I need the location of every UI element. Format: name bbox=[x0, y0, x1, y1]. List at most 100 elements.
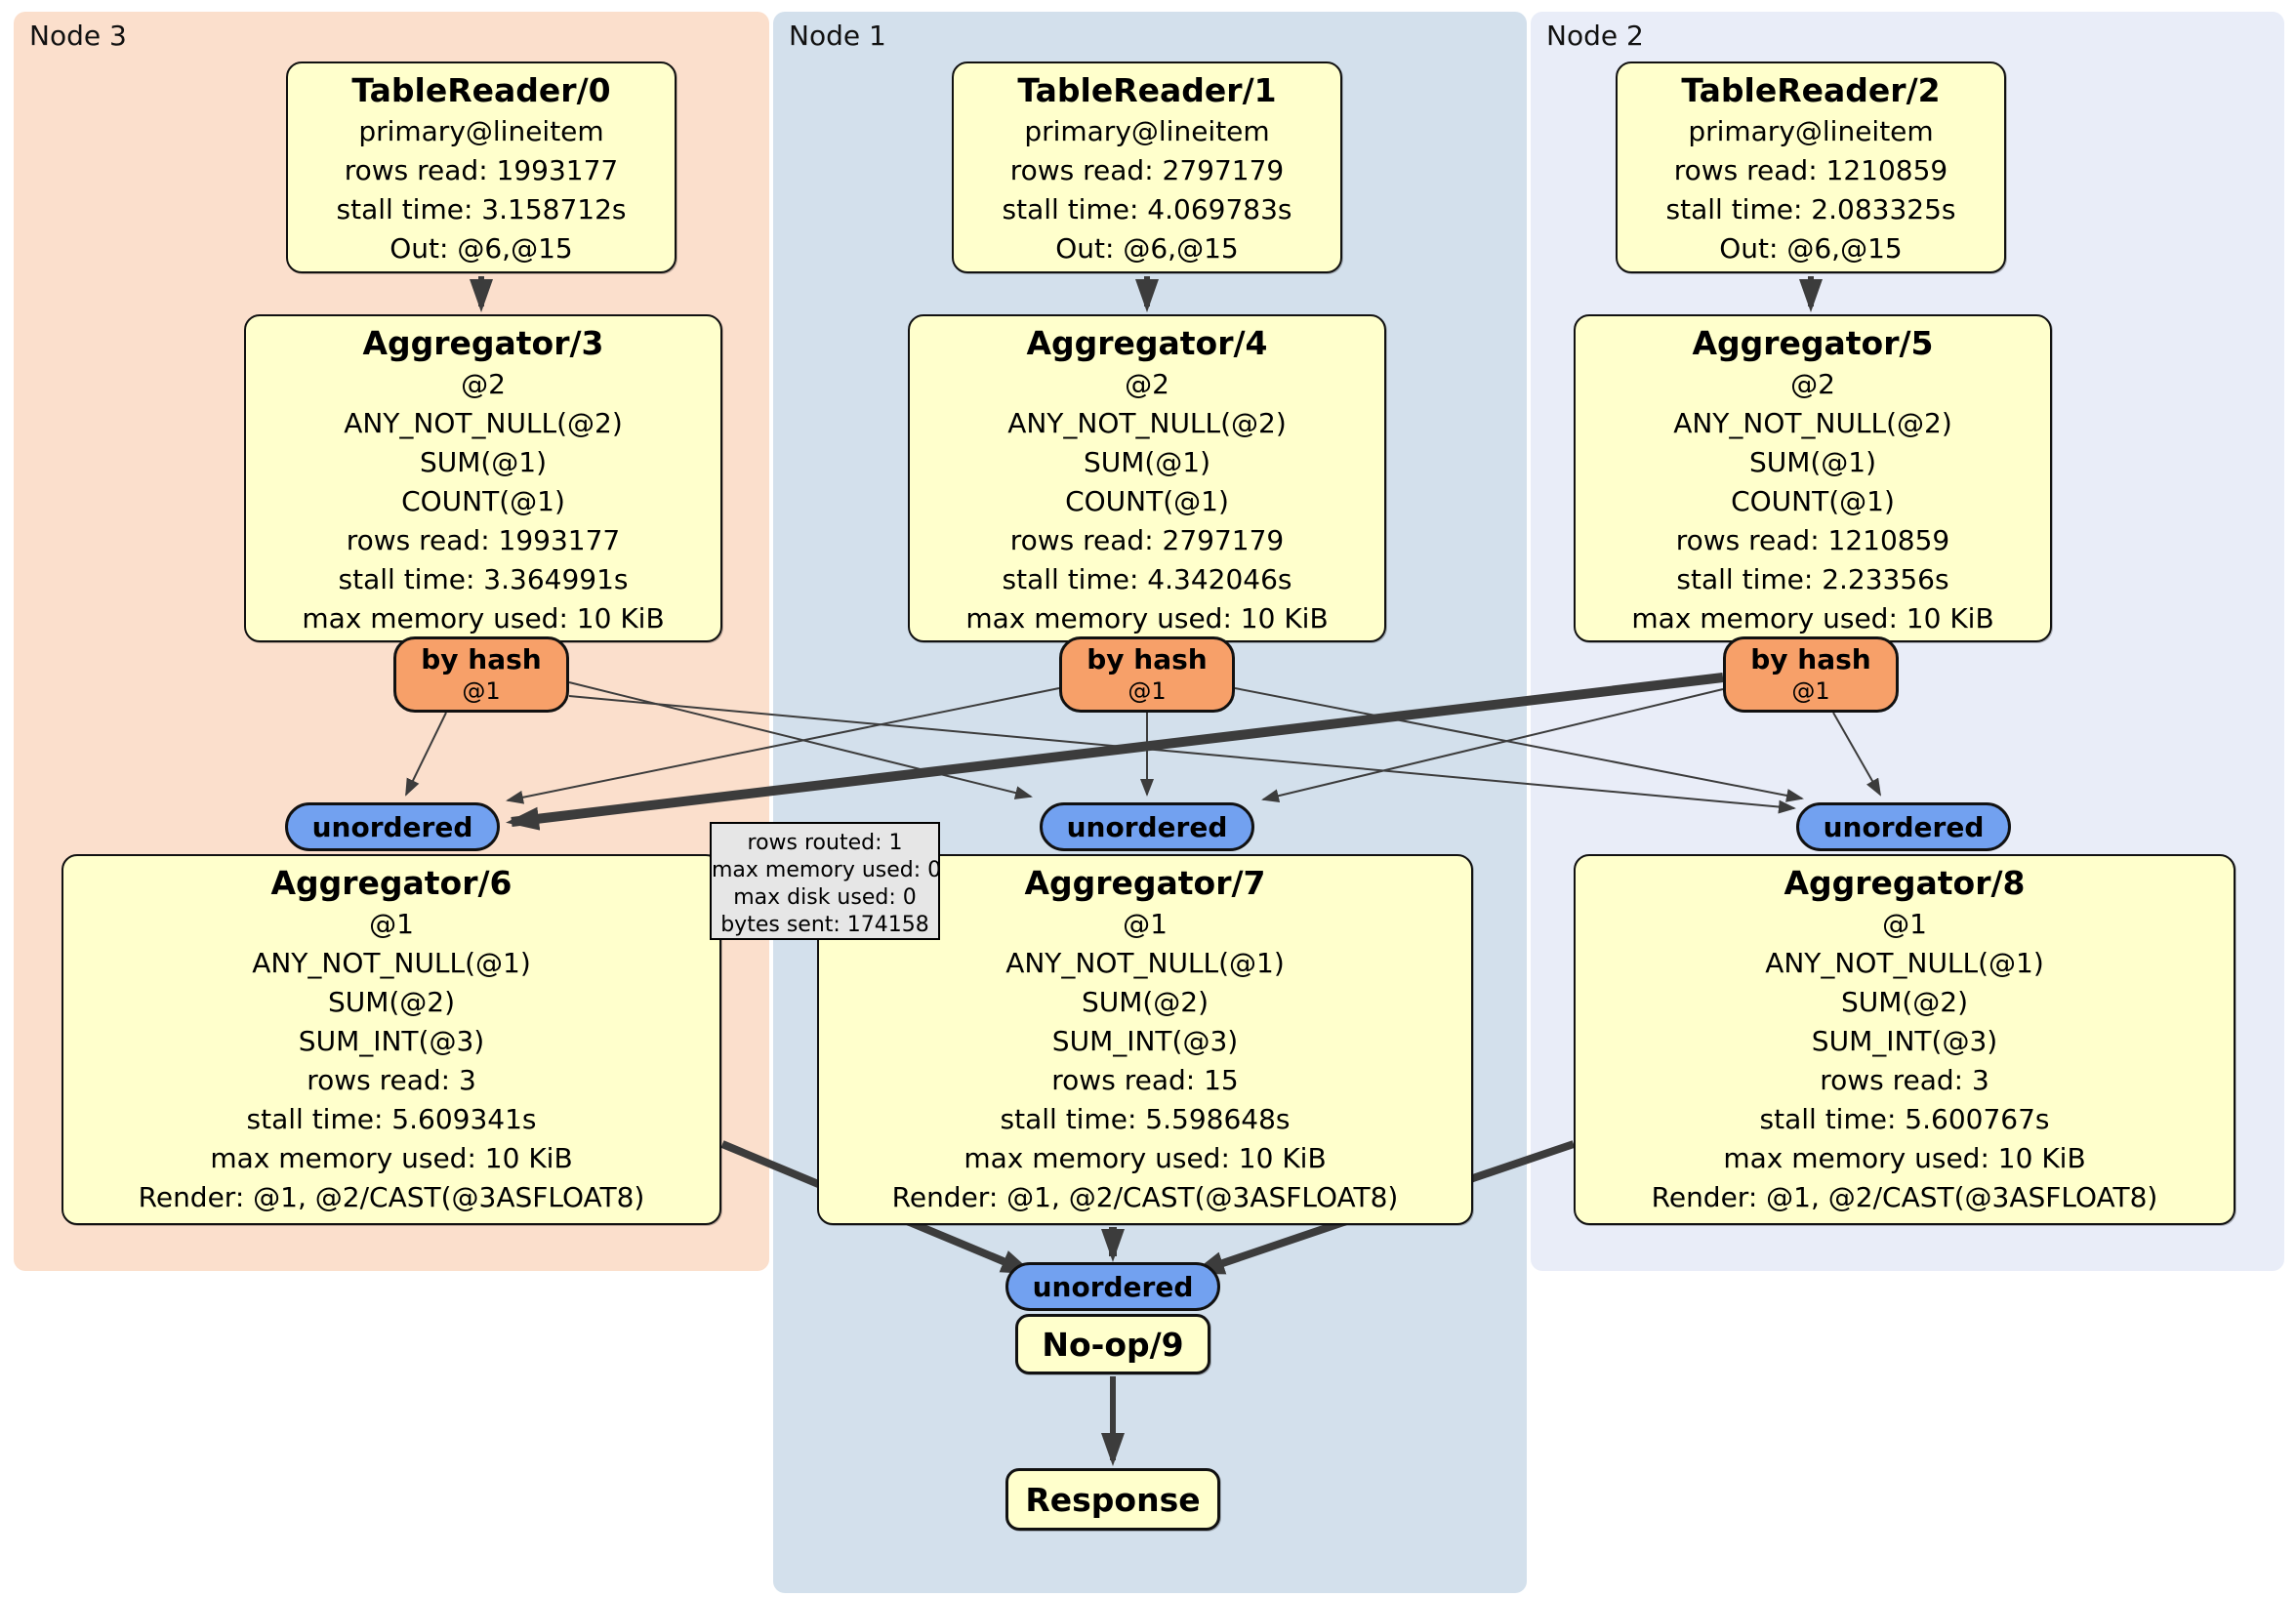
router-by-hash-node3[interactable]: by hash @1 bbox=[393, 636, 569, 713]
tooltip-lines: rows routed: 1 max memory used: 0 max disk… bbox=[712, 830, 942, 939]
processor-title: Aggregator/4 bbox=[1026, 324, 1268, 362]
detail-line: rows read: 1210859 bbox=[1675, 524, 1950, 556]
processor-title: TableReader/1 bbox=[1017, 71, 1277, 109]
detail-line: max disk used: 0 bbox=[733, 885, 917, 910]
edge-byhash2-unordered3-thick[interactable] bbox=[506, 673, 1724, 831]
edge-byhash2-unordered1[interactable] bbox=[1261, 688, 1724, 803]
edge-byhash3-unordered3[interactable] bbox=[405, 712, 447, 797]
detail-line: rows read: 1993177 bbox=[344, 154, 619, 186]
detail-line: stall time: 2.23356s bbox=[1676, 563, 1949, 595]
sync-unordered-final[interactable]: unordered bbox=[1005, 1262, 1220, 1311]
detail-line: max memory used: 10 KiB bbox=[210, 1142, 573, 1174]
detail-line: stall time: 4.342046s bbox=[1002, 563, 1292, 595]
router-label: by hash bbox=[1086, 643, 1208, 676]
sync-label: unordered bbox=[1066, 810, 1228, 843]
detail-line: rows read: 15 bbox=[1051, 1064, 1239, 1096]
detail-line: max memory used: 10 KiB bbox=[302, 602, 665, 635]
edge-byhash1-unordered3[interactable] bbox=[506, 687, 1060, 804]
detail-line: Render: @1, @2/CAST(@3ASFLOAT8) bbox=[891, 1181, 1399, 1213]
processor-details: primary@lineitem rows read: 1210859 stall … bbox=[1618, 112, 2004, 268]
detail-line: rows read: 2797179 bbox=[1009, 524, 1285, 556]
detail-line: rows routed: 1 bbox=[747, 831, 903, 855]
processor-title: Aggregator/8 bbox=[1784, 864, 2026, 902]
detail-line: stall time: 2.083325s bbox=[1665, 193, 1956, 225]
detail-line: SUM(@2) bbox=[327, 986, 456, 1018]
detail-line: @2 bbox=[461, 368, 506, 400]
router-by-hash-node2[interactable]: by hash @1 bbox=[1723, 636, 1899, 713]
detail-line: max memory used: 10 KiB bbox=[964, 1142, 1327, 1174]
detail-line: SUM_INT(@3) bbox=[1051, 1025, 1239, 1057]
router-label: by hash bbox=[1750, 643, 1871, 676]
detail-line: stall time: 4.069783s bbox=[1002, 193, 1292, 225]
detail-line: stall time: 5.600767s bbox=[1759, 1103, 2050, 1135]
detail-line: ANY_NOT_NULL(@1) bbox=[252, 947, 531, 979]
detail-line: rows read: 1210859 bbox=[1673, 154, 1948, 186]
processor-title: Aggregator/7 bbox=[1024, 864, 1266, 902]
detail-line: Render: @1, @2/CAST(@3ASFLOAT8) bbox=[138, 1181, 645, 1213]
processor-response[interactable]: Response bbox=[1005, 1468, 1220, 1531]
detail-line: @1 bbox=[1882, 908, 1927, 940]
detail-line: stall time: 5.598648s bbox=[1000, 1103, 1291, 1135]
panel-node1-label: Node 1 bbox=[789, 20, 886, 52]
detail-line: rows read: 2797179 bbox=[1009, 154, 1285, 186]
detail-line: SUM(@2) bbox=[1081, 986, 1210, 1018]
edge-byhash1-unordered2[interactable] bbox=[1234, 687, 1804, 802]
detail-line: @2 bbox=[1790, 368, 1835, 400]
detail-line: SUM(@1) bbox=[1083, 446, 1211, 478]
processor-title: TableReader/2 bbox=[1681, 71, 1941, 109]
detail-line: SUM(@2) bbox=[1840, 986, 1969, 1018]
detail-line: Out: @6,@15 bbox=[1055, 232, 1239, 265]
edge-stats-tooltip: rows routed: 1 max memory used: 0 max disk… bbox=[710, 822, 942, 940]
detail-line: SUM(@1) bbox=[419, 446, 548, 478]
processor-tablereader-1[interactable]: TableReader/1 primary@lineitem rows read:… bbox=[952, 61, 1342, 273]
router-key: @1 bbox=[1791, 677, 1830, 705]
processor-details: primary@lineitem rows read: 2797179 stall … bbox=[954, 112, 1340, 268]
sync-unordered-node3[interactable]: unordered bbox=[285, 802, 500, 851]
detail-line: stall time: 3.158712s bbox=[336, 193, 627, 225]
detail-line: ANY_NOT_NULL(@1) bbox=[1005, 947, 1285, 979]
router-key: @1 bbox=[462, 677, 501, 705]
detail-line: rows read: 1993177 bbox=[346, 524, 621, 556]
sync-label: unordered bbox=[1032, 1270, 1194, 1303]
detail-line: primary@lineitem bbox=[1024, 115, 1270, 147]
detail-line: Out: @6,@15 bbox=[390, 232, 573, 265]
detail-line: SUM_INT(@3) bbox=[1811, 1025, 1998, 1057]
detail-line: COUNT(@1) bbox=[401, 485, 565, 517]
detail-line: rows read: 3 bbox=[1820, 1064, 1989, 1096]
processor-noop-9[interactable]: No-op/9 bbox=[1015, 1314, 1210, 1374]
panel-node3-label: Node 3 bbox=[29, 20, 127, 52]
detail-line: Render: @1, @2/CAST(@3ASFLOAT8) bbox=[1651, 1181, 2158, 1213]
detail-line: primary@lineitem bbox=[1688, 115, 1934, 147]
detail-line: SUM_INT(@3) bbox=[298, 1025, 485, 1057]
router-label: by hash bbox=[421, 643, 542, 676]
detail-line: bytes sent: 174158 bbox=[720, 913, 929, 937]
edge-byhash3-unordered1[interactable] bbox=[568, 681, 1033, 799]
edge-byhash2-unordered2[interactable] bbox=[1832, 712, 1881, 797]
sync-unordered-node2[interactable]: unordered bbox=[1796, 802, 2011, 851]
detail-line: ANY_NOT_NULL(@1) bbox=[1765, 947, 2044, 979]
detail-line: COUNT(@1) bbox=[1731, 485, 1895, 517]
router-by-hash-node1[interactable]: by hash @1 bbox=[1059, 636, 1235, 713]
detail-line: max memory used: 10 KiB bbox=[965, 602, 1329, 635]
detail-line: max memory used: 10 KiB bbox=[1723, 1142, 2086, 1174]
detail-line: stall time: 3.364991s bbox=[338, 563, 629, 595]
edge-byhash3-unordered2[interactable] bbox=[568, 695, 1796, 814]
sync-unordered-node1[interactable]: unordered bbox=[1040, 802, 1254, 851]
processor-tablereader-2[interactable]: TableReader/2 primary@lineitem rows read:… bbox=[1616, 61, 2006, 273]
processor-title: Aggregator/5 bbox=[1692, 324, 1934, 362]
detail-line: max memory used: 0 bbox=[712, 858, 942, 882]
